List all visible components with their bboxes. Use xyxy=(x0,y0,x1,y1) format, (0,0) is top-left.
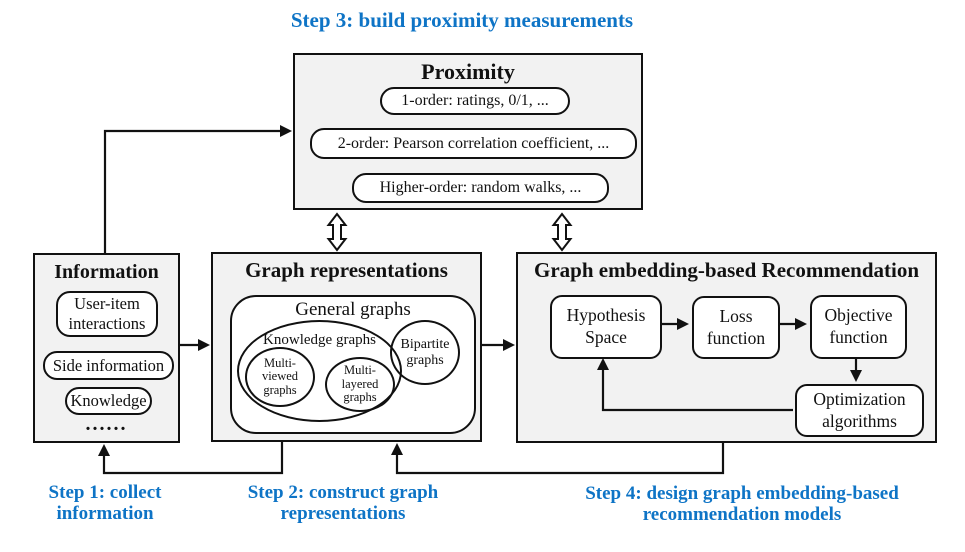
hypothesis-space-node: Hypothesis Space xyxy=(550,295,662,359)
general-graphs-label: General graphs xyxy=(295,299,411,320)
step3-caption: Step 3: build proximity measurements xyxy=(290,8,634,32)
multi-viewed-graphs-ellipse: Multi-viewed graphs xyxy=(245,347,315,407)
optimization-algorithms-node: Optimization algorithms xyxy=(795,384,924,437)
arrow-info-to-graph-representations xyxy=(180,339,210,351)
knowledge-graphs-label: Knowledge graphs xyxy=(263,332,376,348)
multi-layered-graphs-label: Multi-layered graphs xyxy=(341,363,379,405)
bipartite-graphs-ellipse: Bipartite graphs xyxy=(390,320,460,385)
step2-caption: Step 2: construct graph representations xyxy=(247,482,439,524)
arrow-step4-feedback xyxy=(391,442,725,475)
multi-viewed-graphs-label: Multi-viewed graphs xyxy=(261,355,299,397)
graph-representations-title: Graph representations xyxy=(245,258,448,282)
multi-layered-graphs-ellipse: Multi-layered graphs xyxy=(325,357,395,412)
step4-caption: Step 4: design graph embedding-based rec… xyxy=(585,483,899,525)
proximity-item-2-order: 2-order: Pearson correlation coefficient… xyxy=(310,128,637,159)
information-item-side-info: Side information xyxy=(43,351,174,380)
proximity-item-higher-order: Higher-order: random walks, ... xyxy=(352,173,609,203)
recommendation-title: Graph embedding-based Recommendation xyxy=(533,258,920,282)
bipartite-graphs-label: Bipartite graphs xyxy=(400,336,450,368)
information-item-knowledge: Knowledge xyxy=(65,387,152,415)
information-item-user-item: User-item interactions xyxy=(56,291,158,337)
information-box: Information User-item interactions Side … xyxy=(33,253,180,443)
information-title: Information xyxy=(54,261,159,283)
graph-representations-box: Graph representations General graphs Kno… xyxy=(211,252,482,442)
proximity-title: Proximity xyxy=(421,59,515,84)
double-arrow-proximity-recommendation xyxy=(551,212,573,252)
proximity-item-1-order: 1-order: ratings, 0/1, ... xyxy=(380,87,570,115)
arrow-graph-representations-to-recommendation xyxy=(482,339,515,351)
step1-caption: Step 1: collect information xyxy=(48,482,162,524)
objective-function-node: Objective function xyxy=(810,295,907,359)
arrow-step1-feedback xyxy=(98,441,284,475)
recommendation-box: Graph embedding-based Recommendation Hyp… xyxy=(516,252,937,443)
proximity-box: Proximity 1-order: ratings, 0/1, ... 2-o… xyxy=(293,53,643,210)
arrow-info-to-proximity xyxy=(103,125,292,253)
information-ellipsis: ...... xyxy=(85,413,128,435)
loss-function-node: Loss function xyxy=(692,296,780,359)
double-arrow-proximity-graph-representations xyxy=(326,212,348,252)
